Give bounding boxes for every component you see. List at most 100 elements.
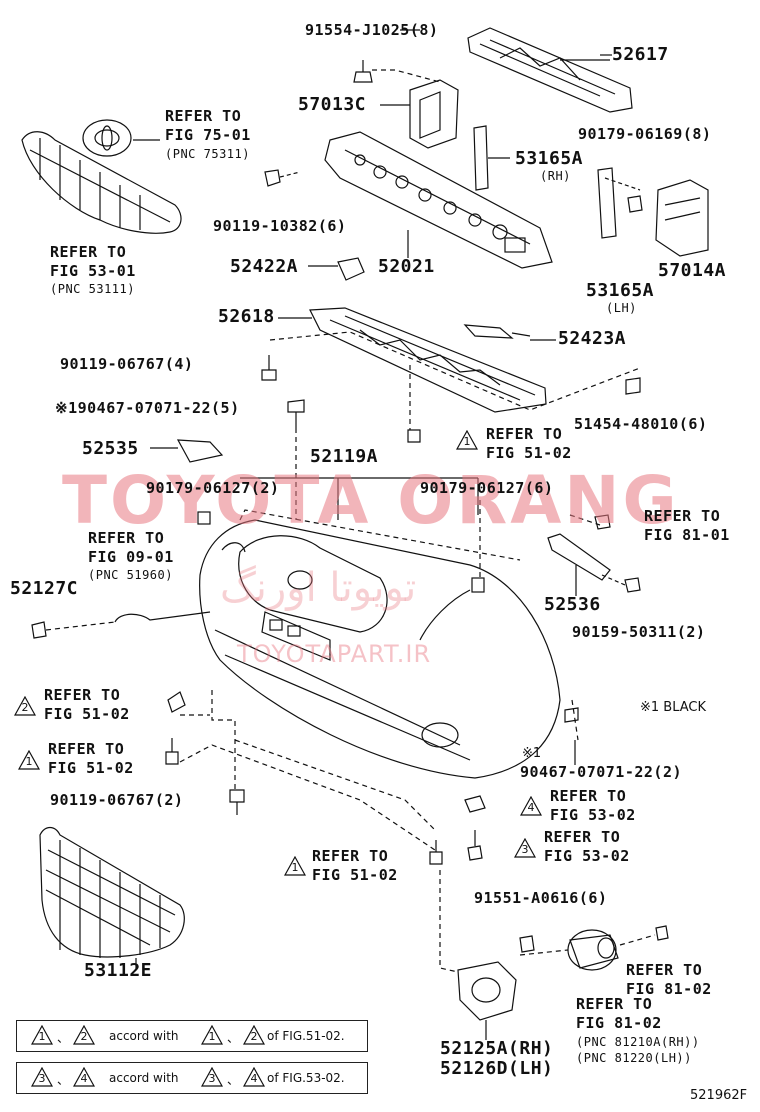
ref-51-02b-line1: REFER TO bbox=[44, 686, 121, 704]
label-rh: (RH) bbox=[540, 169, 571, 183]
label-91551: 91551-A0616(6) bbox=[474, 889, 608, 907]
ref-81-01-line1: REFER TO bbox=[644, 507, 721, 525]
bolt-91554-drawing bbox=[353, 60, 373, 83]
ref-75-line3: (PNC 75311) bbox=[165, 147, 250, 161]
legend-sep-target: 、 bbox=[227, 1073, 240, 1087]
label-90119-10382: 90119-10382(6) bbox=[213, 217, 347, 235]
absorber-52617-drawing bbox=[467, 27, 633, 113]
label-52021: 52021 bbox=[378, 256, 435, 277]
legend-tail: of FIG.51-02. bbox=[267, 1029, 345, 1043]
legend-sep: 、 bbox=[57, 1031, 70, 1045]
ref-81-02a-line1: REFER TO bbox=[626, 961, 703, 979]
warning-triangle-1b: 1 bbox=[18, 750, 40, 770]
ref-51-02a-line1: REFER TO bbox=[486, 425, 563, 443]
ref-81-02b-line1: REFER TO bbox=[576, 995, 653, 1013]
label-52618: 52618 bbox=[218, 306, 275, 327]
warning-triangle-4: 4 bbox=[520, 796, 542, 816]
legend-sep-target: 、 bbox=[227, 1031, 240, 1045]
label-52535: 52535 bbox=[82, 438, 139, 459]
label-black-note: ※1 BLACK bbox=[640, 700, 707, 715]
warning-triangle-1c: 1 bbox=[284, 856, 306, 876]
ref-53-02a-line1: REFER TO bbox=[550, 787, 627, 805]
ref-81-01-line2: FIG 81-01 bbox=[644, 526, 730, 544]
ref-75-line1: REFER TO bbox=[165, 107, 242, 125]
legend-row-51-02: 1 、 2 accord with 1 、 2 of FIG.51-02. bbox=[16, 1020, 368, 1052]
label-90179-06127-2: 90179-06127(2) bbox=[146, 479, 280, 497]
watermark-arabic: تويوتا اورنگ bbox=[220, 565, 417, 611]
ref-51-02d-line2: FIG 51-02 bbox=[312, 866, 398, 884]
label-53165a-lh: 53165A bbox=[586, 280, 655, 301]
label-52127c: 52127C bbox=[10, 578, 79, 599]
label-57013c: 57013C bbox=[298, 94, 367, 115]
label-90179-06127-6: 90179-06127(6) bbox=[420, 479, 554, 497]
legend-triangle-1: 1 bbox=[31, 1025, 53, 1045]
legend-triangle-1-target: 1 bbox=[201, 1025, 223, 1045]
label-52125a: 52125A(RH) bbox=[440, 1038, 554, 1059]
ref-53-02a-line2: FIG 53-02 bbox=[550, 806, 636, 824]
ref-81-02a-line2: FIG 81-02 bbox=[626, 980, 712, 998]
ref-53-02b-line1: REFER TO bbox=[544, 828, 621, 846]
ref-81-02b-line3: (PNC 81210A(RH)) bbox=[576, 1035, 700, 1049]
warning-triangle-3: 3 bbox=[514, 838, 536, 858]
upper-grille-drawing bbox=[21, 131, 182, 234]
label-52126d: 52126D(LH) bbox=[440, 1058, 554, 1079]
ref-09-01-line2: FIG 09-01 bbox=[88, 548, 174, 566]
warning-triangle-2: 2 bbox=[14, 696, 36, 716]
label-90119-06767-2: 90119-06767(2) bbox=[50, 791, 184, 809]
fog-lamp-bracket-drawing bbox=[457, 961, 517, 1021]
ref-09-01-line1: REFER TO bbox=[88, 529, 165, 547]
ref-09-01-line3: (PNC 51960) bbox=[88, 568, 173, 582]
label-53112e: 53112E bbox=[84, 960, 153, 981]
reinforcement-52021-drawing bbox=[324, 131, 553, 269]
legend-triangle-2-target: 2 bbox=[243, 1025, 265, 1045]
ref-51-02c-line1: REFER TO bbox=[48, 740, 125, 758]
legend-row-53-02: 3 、 4 accord with 3 、 4 of FIG.53-02. bbox=[16, 1062, 368, 1094]
emblem-drawing bbox=[82, 119, 160, 157]
legend-text: accord with bbox=[109, 1029, 179, 1043]
legend-triangle-4: 4 bbox=[73, 1067, 95, 1087]
watermark-main: TOYOTA ORANG bbox=[62, 462, 680, 539]
legend-text: accord with bbox=[109, 1071, 179, 1085]
ref-81-02b-line4: (PNC 81220(LH)) bbox=[576, 1051, 692, 1065]
legend-triangle-3: 3 bbox=[31, 1067, 53, 1087]
label-52423a: 52423A bbox=[558, 328, 627, 349]
ref-53-01-line3: (PNC 53111) bbox=[50, 282, 135, 296]
bracket-57013c-drawing bbox=[409, 79, 459, 149]
ref-53-01-line1: REFER TO bbox=[50, 243, 127, 261]
ref-51-02c-line2: FIG 51-02 bbox=[48, 759, 134, 777]
label-52119a: 52119A bbox=[310, 446, 379, 467]
label-90179-06169: 90179-06169(8) bbox=[578, 125, 712, 143]
label-52617: 52617 bbox=[612, 44, 669, 65]
watermark-site: TOYOTAPART.IR bbox=[237, 640, 432, 668]
legend-triangle-2: 2 bbox=[73, 1025, 95, 1045]
label-52536: 52536 bbox=[544, 594, 601, 615]
warning-triangle-1a: 1 bbox=[456, 430, 478, 450]
label-90467-2: 90467-07071-22(2) bbox=[520, 763, 683, 781]
label-mark-1: ※1 bbox=[522, 746, 542, 761]
diagram-id: 521962F bbox=[690, 1088, 748, 1103]
label-90159: 90159-50311(2) bbox=[572, 623, 706, 641]
label-90467-5: ※190467-07071-22(5) bbox=[55, 399, 240, 417]
legend-tail: of FIG.53-02. bbox=[267, 1071, 345, 1085]
lower-absorber-52618-drawing bbox=[309, 307, 547, 413]
label-lh: (LH) bbox=[606, 301, 637, 315]
ref-51-02a-line2: FIG 51-02 bbox=[486, 444, 572, 462]
fog-lamp-drawing bbox=[567, 929, 619, 971]
ref-75-line2: FIG 75-01 bbox=[165, 126, 251, 144]
ref-53-02b-line2: FIG 53-02 bbox=[544, 847, 630, 865]
label-53165a-rh: 53165A bbox=[515, 148, 584, 169]
bumper-cover-52119a-drawing bbox=[199, 519, 561, 779]
ref-51-02b-line2: FIG 51-02 bbox=[44, 705, 130, 723]
label-52422a: 52422A bbox=[230, 256, 299, 277]
ref-51-02d-line1: REFER TO bbox=[312, 847, 389, 865]
ref-53-01-line2: FIG 53-01 bbox=[50, 262, 136, 280]
label-57014a: 57014A bbox=[658, 260, 727, 281]
legend-triangle-4-target: 4 bbox=[243, 1067, 265, 1087]
label-51454: 51454-48010(6) bbox=[574, 415, 708, 433]
legend-triangle-3-target: 3 bbox=[201, 1067, 223, 1087]
grille-53112e-drawing bbox=[39, 826, 185, 958]
label-90119-06767-4: 90119-06767(4) bbox=[60, 355, 194, 373]
ref-81-02b-line2: FIG 81-02 bbox=[576, 1014, 662, 1032]
label-91554: 91554-J1025(8) bbox=[305, 21, 439, 39]
